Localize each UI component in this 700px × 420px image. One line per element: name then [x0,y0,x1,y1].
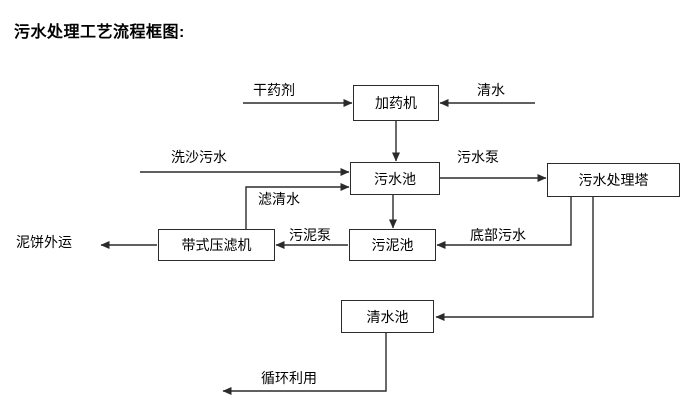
edge-label-sewage-pump: 污水泵 [457,149,499,165]
node-clear-water-pool[interactable]: 清水池 [341,300,434,333]
edge-label-clean-water: 清水 [477,82,505,98]
edge-bottom-sewage-to-sludge-pool [436,197,572,249]
node-belt-filter-press[interactable]: 带式压滤机 [158,229,275,261]
edge-label-recycle-use: 循环利用 [261,370,317,386]
node-label: 加药机 [375,95,417,111]
node-label: 污水处理塔 [578,172,649,188]
node-label: 污泥池 [371,237,414,253]
edge-label-sand-wash-sewage: 洗沙污水 [171,149,227,165]
edge-tower-to-clear-pool [435,197,594,321]
node-treatment-tower[interactable]: 污水处理塔 [547,163,680,197]
edge-filtered-water-to-sewage-pool [245,183,350,229]
edge-label-dry-reagent: 干药剂 [253,82,295,98]
node-label: 带式压滤机 [181,237,252,253]
edge-label-bottom-sewage: 底部污水 [470,227,526,243]
terminal-label-mud-cake-out: 泥饼外运 [16,234,72,250]
node-label: 污水池 [374,170,416,187]
node-label: 清水池 [366,308,409,325]
page-title: 污水处理工艺流程框图: [14,24,185,41]
node-sewage-pool[interactable]: 污水池 [350,162,440,195]
edge-label-filtered-water: 滤清水 [258,191,300,207]
node-sludge-pool[interactable]: 污泥池 [349,229,436,261]
node-dosing-machine[interactable]: 加药机 [353,85,439,121]
edge-clear-pool-to-recycle [222,333,387,395]
edge-label-sludge-pump: 污泥泵 [289,227,331,243]
